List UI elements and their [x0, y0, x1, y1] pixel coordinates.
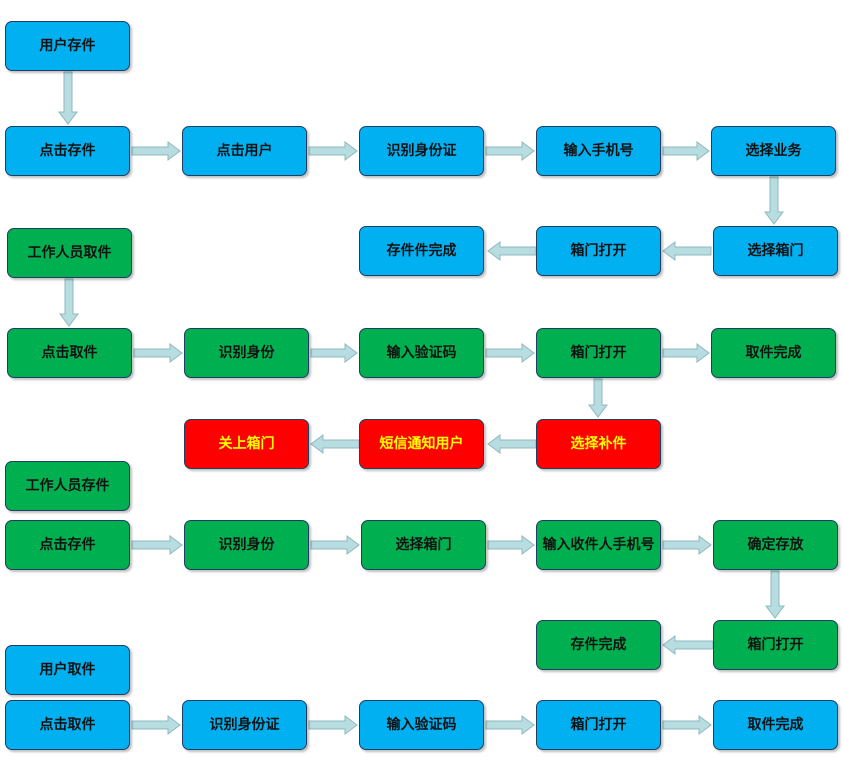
flow3-identify-node: 识别身份: [184, 520, 309, 570]
flow2-door-open-node: 箱门打开: [536, 328, 661, 378]
flow3-phone-node: 输入收件人手机号: [536, 520, 661, 570]
flow-arrow: [308, 141, 358, 161]
flow-arrow: [58, 71, 78, 125]
flow-arrow: [662, 635, 714, 655]
flow1-click-store-node: 点击存件: [5, 126, 130, 176]
flow3-click-store-node: 点击存件: [5, 520, 130, 570]
flow1-click-user-node: 点击用户: [182, 126, 307, 176]
flow1-service-node: 选择业务: [711, 126, 836, 176]
flow-arrow: [765, 570, 785, 619]
flow1-id-card-node: 识别身份证: [359, 126, 484, 176]
flow4-code-node: 输入验证码: [359, 700, 484, 750]
flow-arrow: [131, 141, 181, 161]
flow2-identify-node: 识别身份: [184, 328, 309, 378]
flow2-code-node: 输入验证码: [359, 328, 484, 378]
flow3-confirm-node: 确定存放: [713, 520, 838, 570]
flow3-done-node: 存件完成: [536, 620, 661, 670]
flow2-refill-node: 选择补件: [536, 419, 661, 469]
flow2-done-node: 取件完成: [711, 328, 836, 378]
flow-arrow: [662, 343, 710, 363]
flow1-door-open-node: 箱门打开: [536, 226, 661, 276]
flow-arrow: [485, 715, 535, 735]
flow-arrow: [310, 535, 360, 555]
flow-arrow: [487, 241, 537, 261]
flow-arrow: [131, 535, 183, 555]
flow1-done-node: 存件件完成: [359, 226, 484, 276]
flow-arrow: [59, 278, 79, 327]
flow-arrow: [133, 343, 183, 363]
flow-arrow: [662, 241, 712, 261]
flow2-close-door-node: 关上箱门: [184, 419, 309, 469]
flow-arrow: [764, 176, 784, 225]
flow3-select-box-node: 选择箱门: [361, 520, 486, 570]
flow-arrow: [662, 535, 712, 555]
flow-arrow: [487, 434, 537, 454]
flow-arrow: [662, 141, 710, 161]
flow1-select-box-node: 选择箱门: [713, 226, 838, 276]
flow3-start-node: 工作人员存件: [5, 461, 130, 511]
flow-arrow: [485, 141, 535, 161]
flow2-start-node: 工作人员取件: [7, 228, 132, 278]
flow3-door-open-node: 箱门打开: [713, 620, 838, 670]
flow4-click-pickup-node: 点击取件: [5, 700, 130, 750]
flow-arrow: [310, 343, 358, 363]
flow4-done-node: 取件完成: [713, 700, 838, 750]
flow2-sms-node: 短信通知用户: [359, 419, 484, 469]
flow1-phone-node: 输入手机号: [536, 126, 661, 176]
flow4-door-open-node: 箱门打开: [536, 700, 661, 750]
flow1-start-node: 用户存件: [5, 21, 130, 71]
flow-arrow: [487, 535, 535, 555]
flow-arrow: [131, 715, 181, 735]
flow4-start-node: 用户取件: [5, 645, 130, 695]
flow-arrow: [588, 378, 608, 418]
flow-arrow: [662, 715, 712, 735]
flow-arrow: [310, 434, 360, 454]
flow4-id-card-node: 识别身份证: [182, 700, 307, 750]
flow2-click-pickup-node: 点击取件: [7, 328, 132, 378]
flow-arrow: [485, 343, 535, 363]
flow-arrow: [308, 715, 358, 735]
